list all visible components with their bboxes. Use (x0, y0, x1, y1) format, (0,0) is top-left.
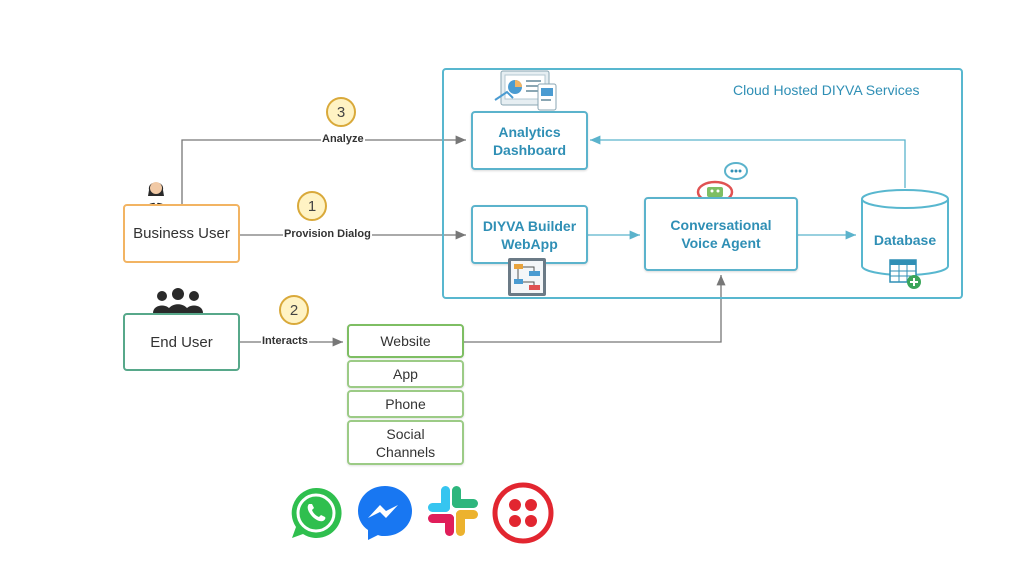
channel-website: Website (347, 324, 464, 358)
end-user-node: End User (123, 313, 240, 371)
end-user-label: End User (150, 333, 213, 351)
analytics-dashboard-label: Analytics Dashboard (492, 123, 567, 158)
edge-database-analytics (590, 135, 906, 188)
voice-agent-node: Conversational Voice Agent (644, 197, 798, 271)
flowchart-builder-icon (507, 257, 547, 302)
slack-icon (424, 482, 482, 545)
business-user-label: Business User (133, 225, 230, 242)
database-table-add-icon (889, 259, 923, 296)
edge-label-interacts: Interacts (261, 335, 309, 348)
step-1-marker: 1 (297, 191, 327, 221)
business-user-node: Business User (123, 204, 240, 263)
channel-website-label: Website (380, 333, 431, 349)
diyva-builder-label: DIYVA Builder WebApp (482, 217, 577, 252)
edge-label-analyze: Analyze (321, 133, 365, 146)
channel-phone: Phone (347, 390, 464, 418)
channel-phone-label: Phone (385, 396, 426, 412)
channel-app-label: App (393, 366, 418, 382)
step-2-marker: 2 (279, 295, 309, 325)
database-label: Database (873, 232, 937, 248)
whatsapp-icon (285, 482, 347, 549)
step-3-number: 3 (336, 103, 346, 121)
diyva-builder-node: DIYVA Builder WebApp (471, 205, 588, 264)
twilio-icon (492, 482, 554, 549)
voice-agent-label: Conversational Voice Agent (670, 217, 772, 251)
channel-social: Social Channels (347, 420, 464, 465)
step-3-marker: 3 (326, 97, 356, 127)
cloud-services-group (442, 68, 963, 299)
database-cylinder (861, 189, 949, 276)
edge-analyze (181, 135, 466, 204)
edge-label-provision: Provision Dialog (283, 228, 372, 241)
messenger-icon (354, 482, 416, 549)
channel-app: App (347, 360, 464, 388)
analytics-dashboard-node: Analytics Dashboard (471, 111, 588, 170)
channel-social-label: Social Channels (375, 425, 436, 460)
analytics-dashboard-icon (493, 70, 565, 117)
cloud-services-title: Cloud Hosted DIYVA Services (733, 82, 920, 98)
step-1-number: 1 (307, 197, 317, 215)
step-2-number: 2 (289, 301, 299, 319)
group-users-icon (152, 288, 204, 319)
